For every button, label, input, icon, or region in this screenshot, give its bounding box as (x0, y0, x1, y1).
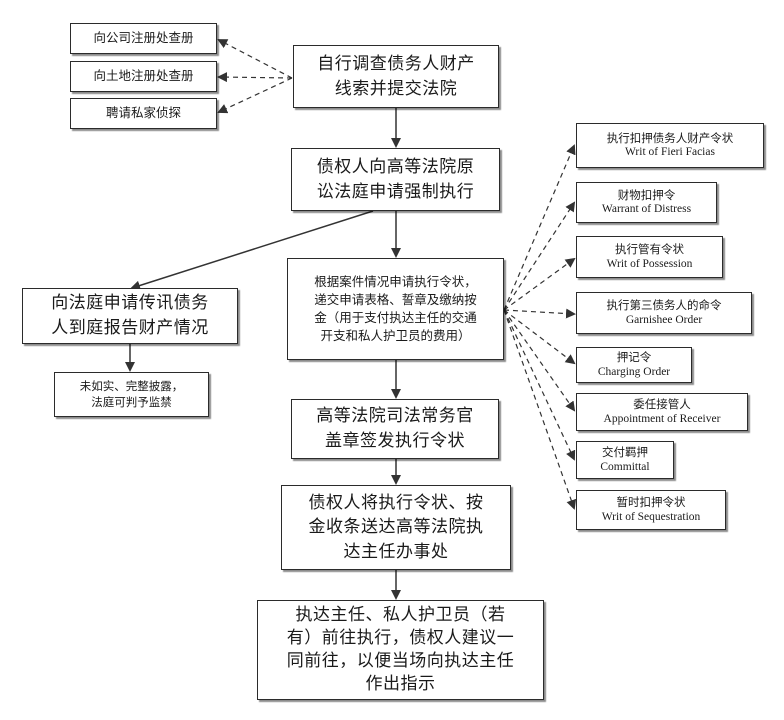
arrow-to-writ-5 (503, 309, 576, 365)
writ-zh-6: 委任接管人 (633, 397, 691, 412)
writ-en-1: Writ of Fieri Facias (625, 146, 715, 159)
writ-en-4: Garnishee Order (625, 313, 703, 326)
arrow-to-private-investigator (217, 77, 293, 114)
apply-writ-line-3: 金（用于支付执达主任的交通 (314, 310, 477, 325)
land-registry-box: 向土地注册处查册 (70, 61, 217, 92)
apply-writ-line-2: 递交申请表格、誓章及缴纳按 (314, 291, 477, 307)
writ-en-3: Writ of Possession (606, 257, 693, 270)
arrow-to-writ-2 (503, 201, 576, 311)
writ-en-5: Charging Order (597, 365, 671, 378)
public-registry-box: 向公司注册处查册 (70, 23, 217, 54)
arrow-to-writ-6 (503, 309, 576, 412)
writ-zh-3: 执行管有令状 (615, 242, 684, 257)
writ-zh-4: 执行第三债务人的命令 (606, 298, 722, 313)
writ-box-7: 交付羁押 Committal (576, 441, 674, 479)
non-disclosure-line-2: 法庭可判予监禁 (91, 394, 172, 409)
arrow-to-writ-7 (503, 309, 576, 461)
apply-enforcement-box: 债权人向高等法院原 讼法庭申请强制执行 (291, 148, 500, 211)
private-investigator-box: 聘请私家侦探 (70, 98, 217, 129)
oral-examination-line-1: 向法庭申请传讯债务 (51, 293, 209, 314)
oral-examination-box: 向法庭申请传讯债务 人到庭报告财产情况 (22, 288, 238, 344)
apply-writ-line-4: 开支和私人护卫员的费用） (320, 328, 471, 344)
apply-writ-box: 根据案件情况申请执行令状， 递交申请表格、誓章及缴纳按 金（用于支付执达主任的交… (287, 258, 504, 360)
writ-box-6: 委任接管人 Appointment of Receiver (576, 393, 748, 431)
arrow-to-writ-8 (503, 309, 577, 510)
arrow-to-public-registry (217, 39, 293, 79)
apply-enforcement-line-2: 讼法庭申请强制执行 (316, 181, 475, 202)
non-disclosure-line-1: 未如实、完整披露， (79, 378, 184, 393)
arrow-to-writ-1 (503, 144, 576, 311)
writ-box-2: 财物扣押令 Warrant of Distress (576, 182, 717, 223)
arrow-to-writ-3 (503, 257, 576, 311)
writ-en-8: Writ of Sequestration (601, 510, 701, 523)
bailiff-execute-line-4: 作出指示 (365, 673, 436, 694)
writ-box-8: 暂时扣押令状 Writ of Sequestration (576, 490, 726, 530)
deliver-writ-line-2: 金收条送达高等法院执 (308, 517, 484, 538)
registrar-seal-line-1: 高等法院司法常务官 (316, 406, 474, 427)
apply-writ-line-1: 根据案件情况申请执行令状， (314, 273, 477, 289)
arrow-to-land-registry (217, 72, 293, 83)
registrar-seal-box: 高等法院司法常务官 盖章签发执行令状 (291, 399, 499, 459)
writ-box-1: 执行扣押债务人财产令状 Writ of Fieri Facias (576, 123, 764, 168)
bailiff-execute-line-1: 执达主任、私人护卫员（若 (295, 605, 506, 626)
writ-en-6: Appointment of Receiver (603, 412, 721, 425)
non-disclosure-box: 未如实、完整披露， 法庭可判予监禁 (54, 372, 209, 417)
bailiff-execute-line-3: 同前往，以便当场向执达主任 (286, 651, 515, 671)
writ-zh-1: 执行扣押债务人财产令状 (606, 130, 734, 145)
bailiff-execute-box: 执达主任、私人护卫员（若 有）前往执行，债权人建议一 同前往，以便当场向执达主任… (257, 600, 544, 700)
self-investigate-line-1: 自行调查债务人财产 (317, 53, 475, 74)
public-registry-label: 向公司注册处查册 (93, 30, 194, 46)
private-investigator-label: 聘请私家侦探 (105, 105, 181, 121)
self-investigate-box: 自行调查债务人财产 线索并提交法院 (293, 45, 499, 108)
writ-zh-8: 暂时扣押令状 (616, 495, 686, 510)
arrow-to-writ-4 (503, 308, 576, 319)
deliver-writ-line-3: 达主任办事处 (343, 541, 449, 562)
oral-examination-line-2: 人到庭报告财产情况 (51, 318, 209, 338)
writ-box-5: 押记令 Charging Order (576, 347, 692, 383)
registrar-seal-line-2: 盖章签发执行令状 (325, 431, 465, 451)
arrow-to-oral-examination (130, 210, 374, 291)
writ-en-7: Committal (600, 460, 650, 473)
self-investigate-line-2: 线索并提交法院 (334, 78, 458, 99)
writ-zh-5: 押记令 (616, 350, 652, 365)
deliver-writ-line-1: 债权人将执行令状、按 (308, 492, 484, 513)
writ-zh-2: 财物扣押令 (617, 187, 676, 202)
bailiff-execute-line-2: 有）前往执行，债权人建议一 (286, 628, 515, 649)
deliver-writ-box: 债权人将执行令状、按 金收条送达高等法院执 达主任办事处 (281, 485, 511, 570)
writ-en-2: Warrant of Distress (601, 203, 692, 216)
land-registry-label: 向土地注册处查册 (93, 68, 194, 84)
apply-enforcement-line-1: 债权人向高等法院原 (316, 156, 475, 177)
writ-box-3: 执行管有令状 Writ of Possession (576, 236, 723, 278)
writ-box-4: 执行第三债务人的命令 Garnishee Order (576, 292, 752, 334)
writ-zh-7: 交付羁押 (602, 445, 648, 460)
